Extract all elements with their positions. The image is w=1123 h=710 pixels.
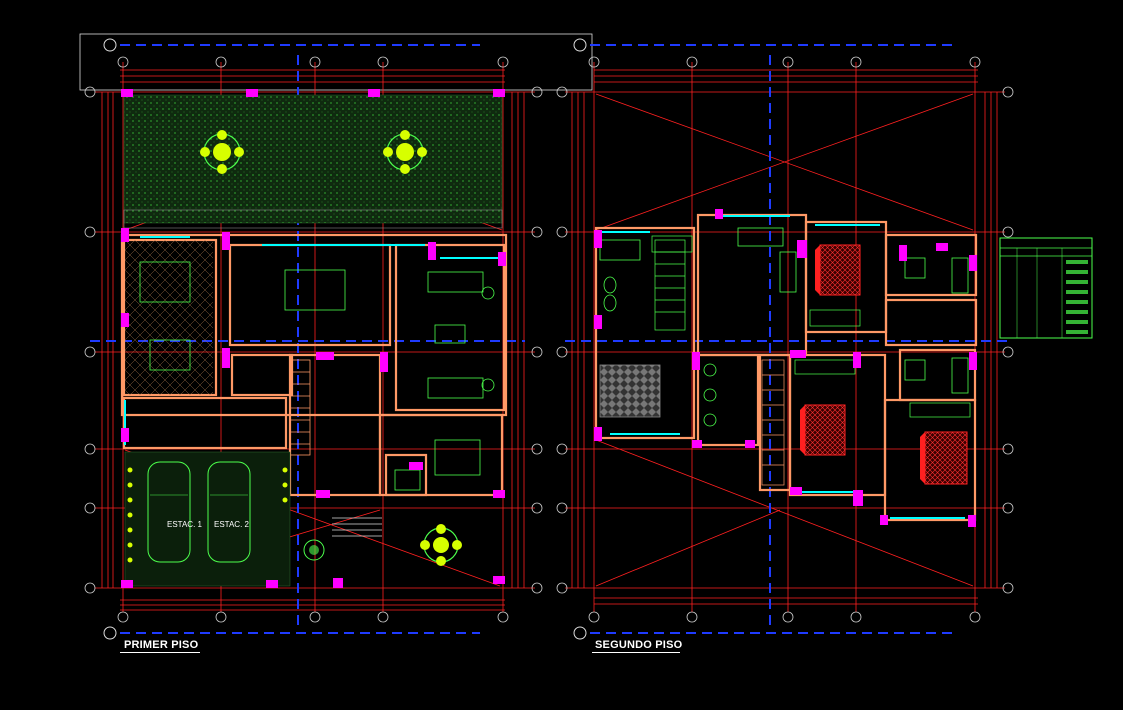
- second-floor-plan: [556, 44, 1093, 634]
- furniture-first-floor: [284, 269, 495, 491]
- furniture-second-floor: [703, 227, 797, 427]
- second-floor-title-underline: [592, 652, 680, 653]
- section-marker-icon: [103, 38, 587, 640]
- rug: [599, 364, 661, 418]
- bed-icon: [815, 244, 861, 296]
- columns-first-floor: [121, 89, 506, 588]
- tree-icon: [420, 524, 462, 566]
- first-floor-title-underline: [120, 652, 200, 653]
- windows-second-floor: [600, 215, 965, 519]
- garage: [124, 451, 291, 587]
- tree-icon: [200, 130, 244, 174]
- bed-icon: [920, 431, 968, 485]
- kitchen-floor-hatch: [125, 240, 213, 395]
- section-axis-right: [565, 44, 1010, 634]
- first-floor-plan: ESTAC. 1 ESTAC. 2: [79, 33, 593, 634]
- entry-steps: [332, 517, 382, 537]
- grid-bubbles-right: [556, 56, 1014, 623]
- sheet-frame: [79, 33, 593, 91]
- grid-bubbles-left: [84, 56, 543, 623]
- door-window-schedule-table: [999, 237, 1093, 339]
- stairs-first-floor: [289, 359, 311, 456]
- bed-icon: [800, 404, 846, 456]
- car-icon: [147, 461, 191, 563]
- shrub-icon: [303, 539, 325, 561]
- car-icon: [207, 461, 251, 563]
- dining-table: [149, 339, 191, 371]
- room-label-estac1: ESTAC. 1: [167, 520, 203, 529]
- walls-second-floor: [594, 213, 978, 522]
- bathroom-fixtures: [599, 239, 969, 394]
- tree-icon: [383, 130, 427, 174]
- room-label-estac2: ESTAC. 2: [214, 520, 250, 529]
- stairs-second-floor: [654, 239, 785, 486]
- garden-area-top: [123, 94, 503, 229]
- kitchen-counter: [139, 261, 191, 303]
- second-floor-title: SEGUNDO PISO: [595, 639, 683, 651]
- hedge-dots: [127, 467, 288, 563]
- columns-second-floor: [594, 209, 977, 527]
- first-floor-title: PRIMER PISO: [124, 639, 199, 651]
